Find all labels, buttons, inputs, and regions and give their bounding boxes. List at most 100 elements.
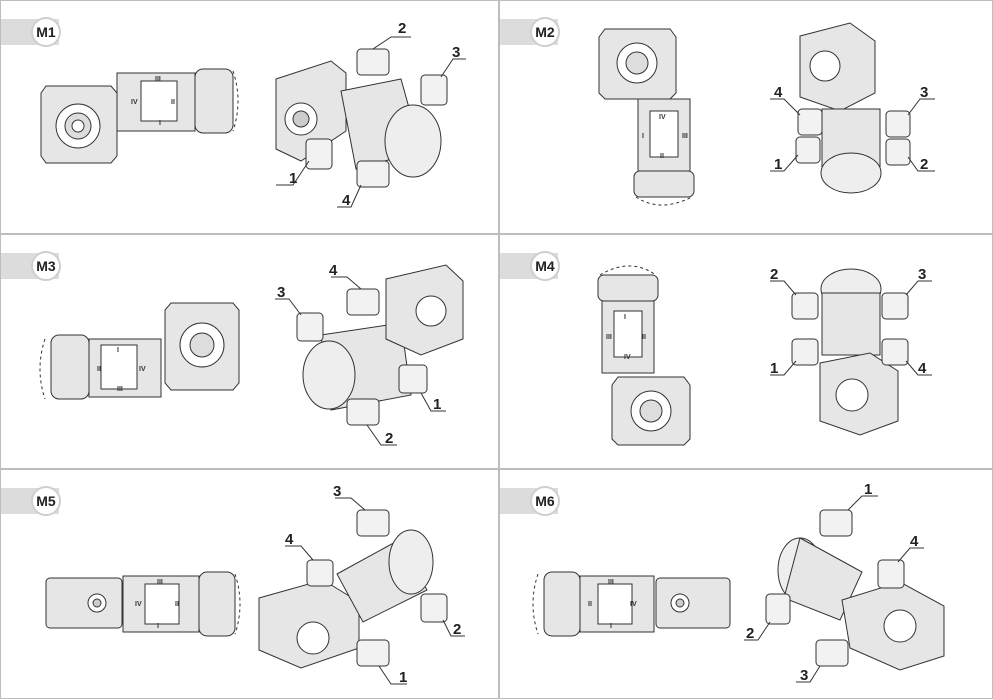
callout-number: 3 bbox=[452, 44, 460, 61]
panel-label-badge: M3 bbox=[31, 251, 61, 281]
position-label: I bbox=[157, 623, 159, 630]
panel-m6: M6 III II I IV bbox=[499, 469, 993, 699]
callout-leaders bbox=[770, 98, 935, 172]
position-label: II bbox=[588, 601, 592, 608]
callout-leaders bbox=[276, 36, 466, 208]
callout-number: 4 bbox=[342, 192, 351, 209]
position-label: II bbox=[175, 601, 179, 608]
panel-label-badge: M6 bbox=[530, 486, 560, 516]
callout-leaders bbox=[744, 495, 924, 683]
motor-isometric bbox=[336, 529, 434, 623]
panel-label-badge: M5 bbox=[31, 486, 61, 516]
gearbox-isometric bbox=[819, 352, 899, 436]
cover-parts bbox=[791, 292, 909, 366]
mounting-diagram-m4: I III IV II 2 3 1 4 bbox=[597, 265, 932, 446]
position-label: IV bbox=[131, 99, 138, 106]
mounting-diagram-m2: IV III II I 4 1 3 2 bbox=[598, 22, 935, 206]
cover-parts bbox=[765, 509, 905, 667]
callout-leaders bbox=[285, 497, 465, 685]
callout-leaders bbox=[275, 276, 446, 446]
panel-label-badge: M2 bbox=[530, 17, 560, 47]
callout-number: 1 bbox=[433, 396, 441, 413]
gearbox-isometric bbox=[275, 60, 347, 162]
position-label: IV bbox=[139, 366, 146, 373]
gearbox-side-view bbox=[45, 577, 123, 629]
panel-m2: M2 IV III II I bbox=[499, 0, 993, 234]
gearbox-isometric bbox=[841, 581, 945, 671]
position-label: III bbox=[117, 386, 123, 393]
callout-number: 3 bbox=[333, 483, 341, 500]
mounting-diagram-m5: III II I IV 3 4 2 1 bbox=[45, 483, 465, 686]
gearbox-isometric bbox=[799, 22, 876, 112]
position-label: III bbox=[608, 579, 614, 586]
callout-number: 2 bbox=[770, 266, 778, 283]
callout-number: 1 bbox=[774, 156, 782, 173]
position-label: I bbox=[642, 133, 644, 140]
callout-number: 1 bbox=[770, 360, 778, 377]
motor-isometric bbox=[340, 78, 442, 178]
motor-isometric bbox=[820, 268, 882, 356]
callout-number: 2 bbox=[453, 621, 461, 638]
gearbox-front-view bbox=[40, 85, 118, 164]
position-label: III bbox=[682, 133, 688, 140]
callout-number: 3 bbox=[800, 667, 808, 684]
motor-front-view bbox=[633, 98, 695, 206]
callout-number: 3 bbox=[918, 266, 926, 283]
position-label: II bbox=[97, 366, 101, 373]
panel-m1: M1 III II I IV bbox=[0, 0, 499, 234]
position-label: IV bbox=[135, 601, 142, 608]
position-label: III bbox=[606, 334, 612, 341]
panel-label-badge: M4 bbox=[530, 251, 560, 281]
motor-isometric bbox=[820, 108, 882, 194]
gearbox-front-view bbox=[611, 376, 691, 446]
panel-m3: M3 I II III IV bbox=[0, 234, 499, 469]
gearbox-front-view bbox=[598, 28, 677, 100]
position-label: IV bbox=[630, 601, 637, 608]
motor-front-view bbox=[39, 334, 162, 400]
callout-number: 2 bbox=[920, 156, 928, 173]
gearbox-isometric bbox=[258, 579, 360, 669]
callout-number: 4 bbox=[329, 262, 338, 279]
motor-front-view bbox=[122, 571, 241, 637]
position-label: I bbox=[610, 623, 612, 630]
motor-front-view bbox=[532, 571, 655, 637]
position-label: IV bbox=[659, 114, 666, 121]
gearbox-side-view bbox=[655, 577, 731, 629]
callout-number: 4 bbox=[285, 531, 294, 548]
callout-number: 1 bbox=[399, 669, 407, 686]
callout-number: 1 bbox=[864, 481, 872, 498]
panel-label-badge: M1 bbox=[31, 17, 61, 47]
motor-front-view bbox=[116, 68, 239, 134]
cover-parts bbox=[296, 288, 428, 426]
callout-leaders bbox=[770, 280, 932, 376]
callout-number: 4 bbox=[918, 360, 927, 377]
mounting-diagram-m1: III II I IV 2 3 1 4 bbox=[40, 20, 466, 209]
callout-number: 3 bbox=[920, 84, 928, 101]
callout-number: 4 bbox=[774, 84, 783, 101]
motor-front-view bbox=[597, 265, 659, 374]
callout-number: 3 bbox=[277, 284, 285, 301]
cover-parts bbox=[306, 509, 448, 667]
panel-m4: M4 I III IV II bbox=[499, 234, 993, 469]
motor-isometric bbox=[302, 322, 412, 411]
cover-parts bbox=[795, 108, 911, 166]
position-label: II bbox=[642, 334, 646, 341]
gearbox-front-view bbox=[164, 302, 240, 391]
position-label: III bbox=[155, 76, 161, 83]
callout-number: 2 bbox=[746, 625, 754, 642]
panel-m5: M5 III II I IV bbox=[0, 469, 499, 699]
callout-number: 2 bbox=[398, 20, 406, 37]
position-label: II bbox=[660, 153, 664, 160]
position-label: IV bbox=[624, 354, 631, 361]
callout-number: 1 bbox=[289, 170, 297, 187]
position-label: I bbox=[159, 120, 161, 127]
cover-parts bbox=[305, 48, 448, 188]
mounting-diagram-m6: III II I IV 1 4 2 3 bbox=[532, 481, 945, 684]
position-label: II bbox=[171, 99, 175, 106]
mounting-diagram-m3: I II III IV 3 4 1 2 bbox=[39, 262, 464, 447]
position-label: III bbox=[157, 579, 163, 586]
position-label: I bbox=[117, 347, 119, 354]
position-label: I bbox=[624, 314, 626, 321]
callout-number: 4 bbox=[910, 533, 919, 550]
gearbox-isometric bbox=[385, 264, 464, 356]
